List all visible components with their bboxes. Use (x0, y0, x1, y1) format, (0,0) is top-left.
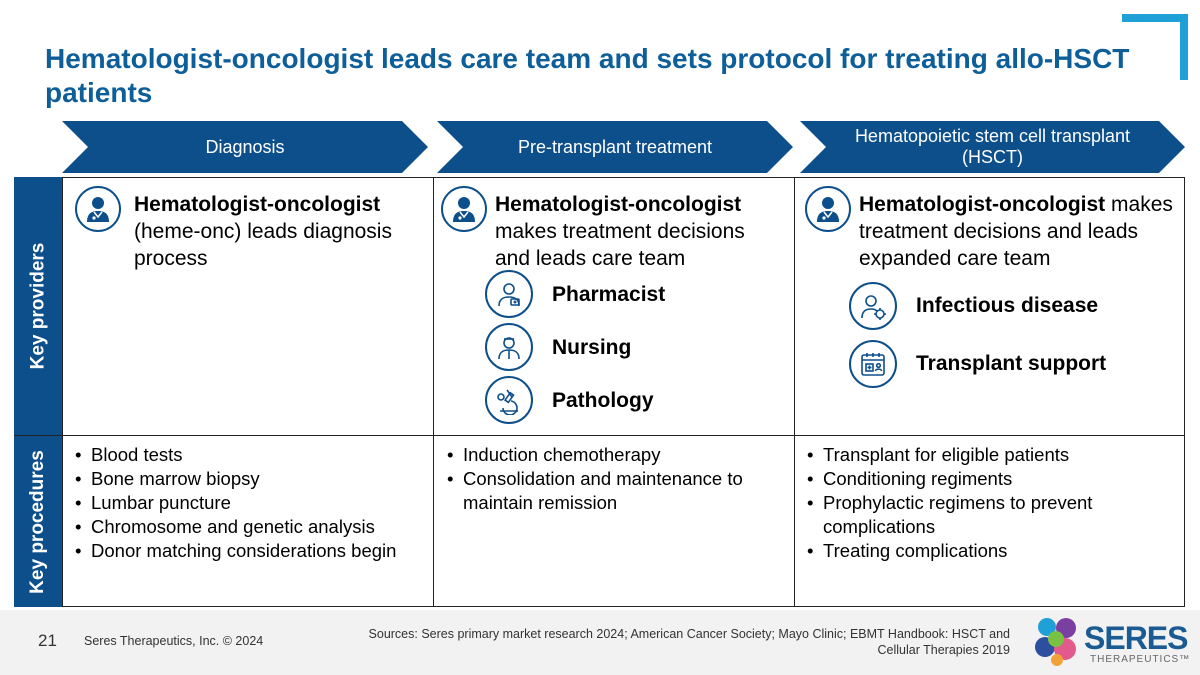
divider (62, 177, 63, 607)
page-number: 21 (38, 631, 57, 650)
phase-label: Pre-transplant treatment (517, 136, 713, 157)
row-header-label: Key providers (27, 242, 49, 370)
procedure-list-pre-transplant: Induction chemotherapy Consolidation and… (447, 443, 782, 515)
pharmacist-icon (485, 270, 533, 318)
lead-provider-desc: makes treatment decisions and leads expa… (859, 193, 1173, 270)
list-item: Bone marrow biopsy (75, 467, 427, 491)
nurse-icon (485, 323, 533, 371)
corner-bracket-decoration (1122, 14, 1188, 80)
lead-provider-title: Hematologist-oncologist (495, 193, 742, 216)
divider (433, 177, 434, 607)
phase-chevron-hsct: Hematopoietic stem cell transplant (HSCT… (800, 121, 1185, 173)
logo-subtitle: THERAPEUTICS™ (1090, 654, 1191, 665)
list-item: Lumbar puncture (75, 491, 427, 515)
infectious-disease-icon (849, 282, 897, 330)
provider-role: Nursing (552, 336, 632, 359)
logo-wordmark: SERES (1084, 620, 1188, 656)
list-item: Conditioning regiments (807, 467, 1172, 491)
doctor-icon (805, 186, 851, 232)
list-item: Prophylactic regimens to prevent complic… (807, 491, 1172, 539)
list-item: Consolidation and maintenance to maintai… (447, 467, 782, 515)
list-item: Treating complications (807, 539, 1172, 563)
lead-provider-text: Hematologist-oncologist makes treatment … (495, 191, 785, 272)
phase-label: Hematopoietic stem cell transplant (HSCT… (854, 126, 1131, 167)
procedure-list-hsct: Transplant for eligible patients Conditi… (807, 443, 1172, 563)
lead-provider-text: Hematologist-oncologist (heme-onc) leads… (134, 191, 424, 272)
lead-provider-title: Hematologist-oncologist (859, 193, 1106, 216)
lead-provider-desc: (heme-onc) leads diagnosis process (134, 220, 392, 270)
provider-role: Transplant support (916, 352, 1107, 375)
procedure-list-diagnosis: Blood tests Bone marrow biopsy Lumbar pu… (75, 443, 427, 563)
list-item: Induction chemotherapy (447, 443, 782, 467)
provider-role: Infectious disease (916, 294, 1099, 317)
lead-provider-title: Hematologist-oncologist (134, 193, 381, 216)
row-header-providers: Key providers (14, 177, 62, 435)
row-header-label: Key procedures (27, 449, 48, 594)
phase-chevron-pre-transplant: Pre-transplant treatment (437, 121, 793, 173)
doctor-icon (441, 186, 487, 232)
footer-band (0, 610, 1200, 675)
provider-role: Pathology (552, 389, 654, 412)
seres-logo-icon (1035, 618, 1076, 666)
calendar-icon (849, 340, 897, 388)
slide-title: Hematologist-oncologist leads care team … (45, 43, 1130, 108)
phase-label: Diagnosis (205, 136, 285, 157)
list-item: Donor matching considerations begin (75, 539, 427, 563)
copyright-text: Seres Therapeutics, Inc. © 2024 (84, 634, 264, 648)
row-header-procedures: Key procedures (14, 436, 62, 607)
divider (794, 177, 795, 607)
divider (14, 435, 1185, 436)
lead-provider-text: Hematologist-oncologist makes treatment … (859, 191, 1181, 272)
list-item: Transplant for eligible patients (807, 443, 1172, 467)
sources-text: Sources: Seres primary market research 2… (368, 627, 1010, 657)
lead-provider-desc: makes treatment decisions and leads care… (495, 220, 745, 270)
provider-role: Pharmacist (552, 283, 666, 306)
phase-chevron-diagnosis: Diagnosis (62, 121, 428, 173)
list-item: Chromosome and genetic analysis (75, 515, 427, 539)
doctor-icon (75, 186, 121, 232)
list-item: Blood tests (75, 443, 427, 467)
microscope-icon (485, 376, 533, 424)
